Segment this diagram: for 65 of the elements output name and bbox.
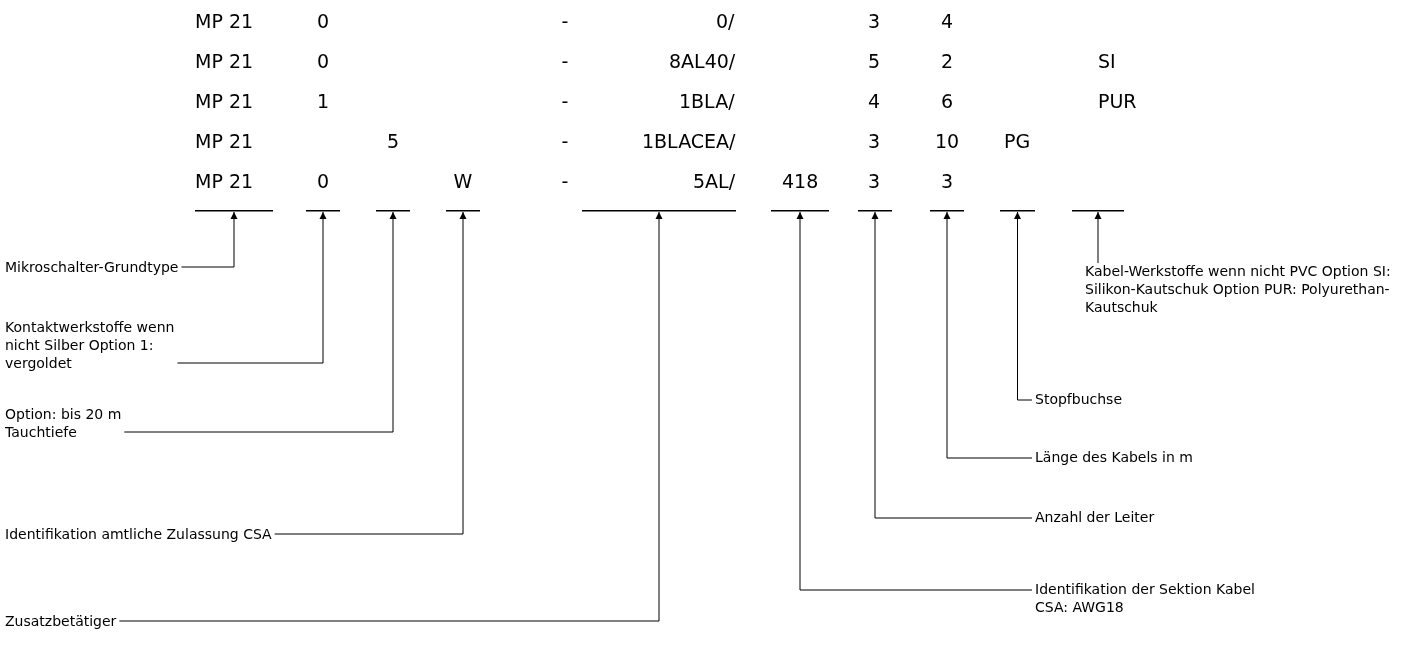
code-text: MP 21	[195, 90, 254, 113]
code-text: MP 21	[195, 130, 254, 153]
leader-line	[943, 211, 1033, 459]
code-text: 2	[941, 50, 954, 73]
code-text: W	[453, 170, 473, 193]
code-underline	[582, 210, 736, 212]
leader-line	[176, 211, 327, 364]
description-text: Anzahl der Leiter	[1035, 508, 1156, 526]
code-text: SI	[1098, 50, 1116, 73]
code-text: 0	[317, 10, 330, 33]
code-text: -	[561, 50, 569, 73]
code-text: 418	[782, 170, 819, 193]
code-underline	[446, 210, 480, 212]
code-text: PUR	[1098, 90, 1137, 113]
code-text: 6	[941, 90, 954, 113]
code-text: 5	[868, 50, 881, 73]
description-text: Kabel-Werkstoffe wenn nicht PVC Option SI: Silikon-Kautschuk Option PUR: Polyurethan-Kautschuk	[1085, 262, 1392, 316]
code-text: 4	[941, 10, 954, 33]
code-text: 0	[317, 50, 330, 73]
description-text: Identifikation der Sektion Kabel CSA: AWG18	[1035, 580, 1256, 616]
code-text: 4	[868, 90, 881, 113]
code-underline	[771, 210, 829, 212]
code-text: -	[561, 90, 569, 113]
code-underline	[306, 210, 340, 212]
code-text: 5AL/	[693, 170, 736, 193]
description-text: Zusatzbetätiger	[5, 612, 118, 630]
code-underline	[376, 210, 410, 212]
code-text: -	[561, 170, 569, 193]
leader-line	[123, 211, 397, 433]
leader-line	[1014, 211, 1033, 401]
description-text: Identifikation amtliche Zulassung CSA	[5, 525, 273, 543]
code-text: 10	[935, 130, 960, 153]
leader-line	[180, 211, 238, 268]
description-text: Mikroschalter-Grundtype	[5, 258, 180, 276]
leader-line	[118, 211, 663, 622]
code-underline	[1000, 210, 1035, 212]
code-text: MP 21	[195, 10, 254, 33]
code-underline	[1072, 210, 1124, 212]
code-text: 3	[868, 170, 881, 193]
code-text: 3	[868, 130, 881, 153]
description-text: Länge des Kabels in m	[1035, 448, 1194, 466]
code-text: 1BLA/	[679, 90, 735, 113]
code-text: 3	[941, 170, 954, 193]
leader-line	[796, 211, 1033, 591]
code-text: MP 21	[195, 50, 254, 73]
code-underline	[195, 210, 273, 212]
code-text: 0/	[716, 10, 735, 33]
description-text: Option: bis 20 m Tauchtiefe	[5, 405, 123, 441]
code-underline	[858, 210, 892, 212]
description-text: Stopfbuchse	[1035, 390, 1123, 408]
leader-line	[274, 211, 467, 535]
code-text: 1BLACEA/	[642, 130, 736, 153]
description-text: Kontaktwerkstoffe wenn nicht Silber Option 1: vergoldet	[5, 318, 176, 372]
code-text: -	[561, 130, 569, 153]
code-text: MP 21	[195, 170, 254, 193]
code-text: PG	[1004, 130, 1031, 153]
leader-line	[1094, 211, 1102, 264]
code-underline	[930, 210, 964, 212]
code-text: -	[561, 10, 569, 33]
code-text: 5	[387, 130, 400, 153]
code-text: 0	[317, 170, 330, 193]
code-text: 3	[868, 10, 881, 33]
code-text: 8AL40/	[669, 50, 736, 73]
leader-line	[871, 211, 1033, 519]
code-text: 1	[317, 90, 330, 113]
